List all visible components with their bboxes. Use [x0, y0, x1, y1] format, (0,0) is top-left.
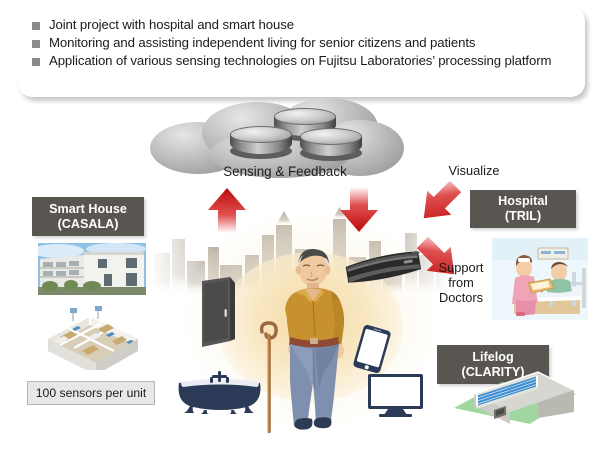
elderly-man-illustration — [270, 248, 356, 433]
lifelog-building-illustration — [450, 368, 580, 430]
square-bullet-icon — [32, 40, 40, 48]
tablet-illustration — [351, 323, 393, 375]
header-bullet-text: Monitoring and assisting independent liv… — [49, 35, 476, 50]
floor-plan-render — [38, 299, 146, 370]
lifelog-plate-line2: (CLARITY) — [461, 364, 525, 379]
hospital-plate: Hospital (TRIL) — [470, 190, 576, 228]
support-caption: Support from Doctors — [430, 260, 492, 305]
smart-house-plate: Smart House (CASALA) — [32, 197, 144, 236]
header-bullet-item: Joint project with hospital and smart ho… — [32, 16, 575, 33]
visualize-arrow — [414, 176, 466, 233]
visualize-caption: Visualize — [448, 163, 500, 178]
header-bullet-item: Application of various sensing technolog… — [32, 52, 575, 69]
square-bullet-icon — [32, 58, 40, 66]
sensing-feedback-label: Sensing & Feedback — [223, 164, 347, 179]
database-cylinder-icon — [300, 128, 362, 162]
header-callout-box: Joint project with hospital and smart ho… — [18, 7, 585, 97]
header-bullet-text: Application of various sensing technolog… — [49, 53, 552, 68]
support-caption-line2: from — [448, 275, 474, 290]
hospital-bedside-illustration — [492, 238, 588, 320]
smart-house-photos — [38, 243, 146, 370]
lifelog-plate-line1: Lifelog — [472, 349, 514, 364]
hospital-plate-line2: (TRIL) — [504, 209, 542, 223]
support-caption-line1: Support — [438, 260, 484, 275]
bathtub-illustration — [174, 369, 266, 415]
cloud-platform-illustration — [148, 96, 408, 181]
smart-house-plate-line1: Smart House — [49, 201, 127, 216]
sensor-count-note: 100 sensors per unit — [27, 381, 155, 405]
hospital-plate-line1: Hospital — [498, 194, 548, 208]
walking-cane-illustration — [258, 320, 278, 435]
support-arrow — [412, 232, 464, 289]
header-bullet-item: Monitoring and assisting independent liv… — [32, 34, 575, 51]
smart-house-plate-line2: (CASALA) — [57, 216, 119, 231]
apartment-building-photo — [38, 243, 146, 295]
support-caption-line3: Doctors — [438, 290, 484, 305]
door-illustration — [200, 277, 236, 348]
square-bullet-icon — [32, 22, 40, 30]
television-illustration — [367, 373, 424, 418]
header-bullet-text: Joint project with hospital and smart ho… — [49, 17, 294, 32]
feedback-down-arrow — [338, 186, 380, 239]
sensing-up-arrow — [206, 186, 248, 239]
air-conditioner-illustration — [343, 249, 425, 295]
database-cylinder-icon — [230, 126, 292, 160]
